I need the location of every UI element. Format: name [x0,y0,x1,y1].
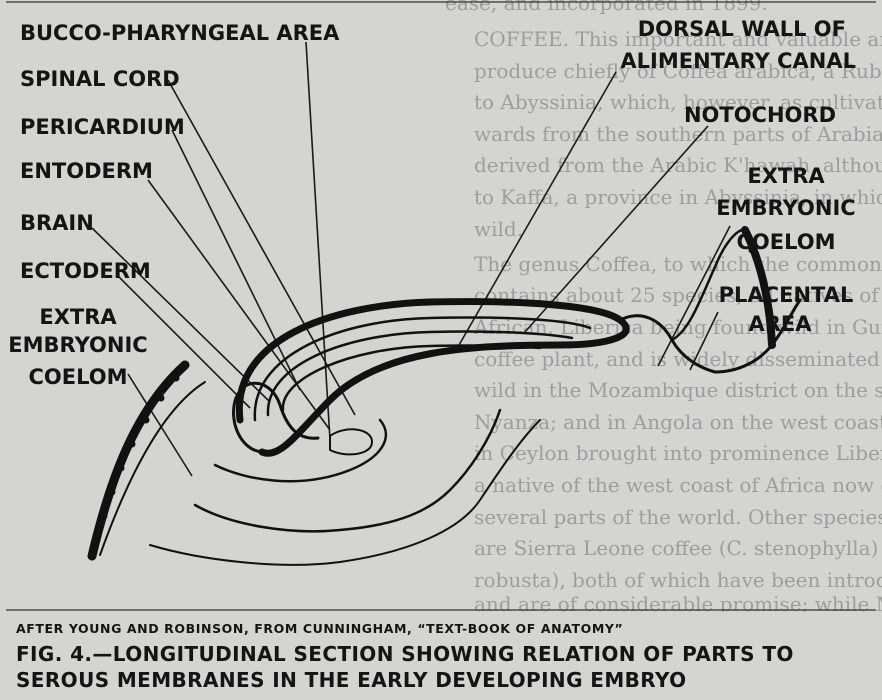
leader-spinal-cord [167,79,356,416]
bleed-line: wild in the Mozambique district on the s… [474,378,882,402]
leader-dorsal-wall [454,71,617,353]
label-extra-embryonic-coelom-right-line1: EXTRA [747,164,825,188]
yolk-sac-outer [149,419,541,566]
chorionic-villi-right [748,246,775,330]
pericardial-cavity [329,428,373,456]
bleed-line: COFFEE. This important and valuable arti… [474,27,882,51]
embryo-layer-4 [281,344,542,412]
villus [748,246,756,254]
label-brain: BRAIN [20,211,94,235]
figure-caption: FIG. 4.—LONGITUDINAL SECTION SHOWING REL… [16,641,878,693]
head-fold [232,381,320,454]
placental-wall [670,228,747,342]
caption-line-2: SEROUS MEMBRANES IN THE EARLY DEVELOPING… [16,668,687,692]
amnion-left [99,381,206,556]
connecting-stalk [618,314,717,374]
label-dorsal-wall-line1: DORSAL WALL OF [638,17,846,41]
yolk-sac-wall [193,408,502,533]
bleed-line: The genus Coffea, to which the common co… [474,252,882,276]
label-placental-area-line2: AREA [748,312,812,336]
bleed-line: are Sierra Leone coffee (C. stenophylla)… [474,536,882,560]
figure-credit: AFTER YOUNG AND ROBINSON, FROM CUNNINGHA… [16,621,624,636]
bleed-line: ease, and incorporated in 1899. [445,0,768,15]
leader-extra-embryonic-left [127,373,193,477]
embryo-diagram: BUCCO-PHARYNGEAL AREA SPINAL CORD PERICA… [6,1,876,611]
leader-bucco-pharyngeal [305,41,331,441]
caption-line-1: FIG. 4.—LONGITUDINAL SECTION SHOWING REL… [16,642,794,666]
chorion-left [87,360,190,561]
label-extra-embryonic-coelom-left-line3: COELOM [29,365,128,389]
bleed-line: derived from the Arabic K'hawah, althoug… [474,153,882,177]
chorionic-villi-left [93,374,180,544]
leader-extra-embryonic-right [657,225,731,367]
chorion-right [741,226,776,349]
bleed-line: several parts of the world. Other specie… [474,505,882,529]
bleed-line: to Kaffa, a province in Abyssinia, in wh… [474,185,882,209]
label-ectoderm: ECTODERM [20,259,151,283]
bleed-line: and are of considerable promise; while M… [474,592,882,612]
bleed-line: to Abyssinia, which, however, as cultiva… [474,90,882,114]
placental-villi [713,298,802,374]
embryo-layer-2 [253,316,592,422]
leader-ectoderm [117,275,251,409]
embryo-layer-3 [266,330,574,417]
label-notochord: NOTOCHORD [684,103,836,127]
label-extra-embryonic-coelom-right-line3: COELOM [737,230,836,254]
bleed-line: in Ceylon brought into prominence Liberi… [474,441,882,465]
bleed-line: robusta), both of which have been introd… [474,568,882,592]
bleed-line: Nyanza; and in Angola on the west coast.… [474,410,882,434]
embryo-outer-layer [235,298,630,457]
label-spinal-cord: SPINAL CORD [20,67,180,91]
bleed-line: wards from the southern parts of Arabia.… [474,122,882,146]
villus [128,440,136,448]
leader-lines [91,41,731,477]
villus [100,512,108,520]
label-extra-embryonic-coelom-right-line2: EMBRYONIC [716,196,855,220]
villus [108,488,116,496]
bleed-line: produce chiefly of Coffea arabica, a Rub… [474,59,882,83]
label-pericardium: PERICARDIUM [20,115,185,139]
villus [767,322,775,330]
label-entoderm: ENTODERM [20,159,153,183]
embryo-section [87,226,802,566]
villus [93,536,101,544]
villus [172,374,180,382]
bleed-line: wild. [474,217,523,241]
label-extra-embryonic-coelom-left-line1: EXTRA [39,305,117,329]
bleed-through-text: ease, and incorporated in 1899. COFFEE. … [445,0,882,612]
leader-notochord [524,125,709,333]
label-extra-embryonic-coelom-left-line2: EMBRYONIC [8,333,147,357]
villus [157,394,165,402]
villus [764,296,772,304]
leader-pericardium [171,129,301,391]
villus [142,416,150,424]
label-placental-area-line1: PLACENTAL [719,283,854,307]
villus [117,464,125,472]
label-bucco-pharyngeal-area: BUCCO-PHARYNGEAL AREA [20,21,340,45]
leader-brain [91,227,271,403]
ventral-fold-outer [213,418,387,483]
leader-placental-area [689,311,719,371]
villus [757,270,765,278]
label-dorsal-wall-line2: ALIMENTARY CANAL [620,49,856,73]
leader-entoderm [147,179,331,431]
bleed-line: a native of the west coast of Africa now… [474,473,882,497]
